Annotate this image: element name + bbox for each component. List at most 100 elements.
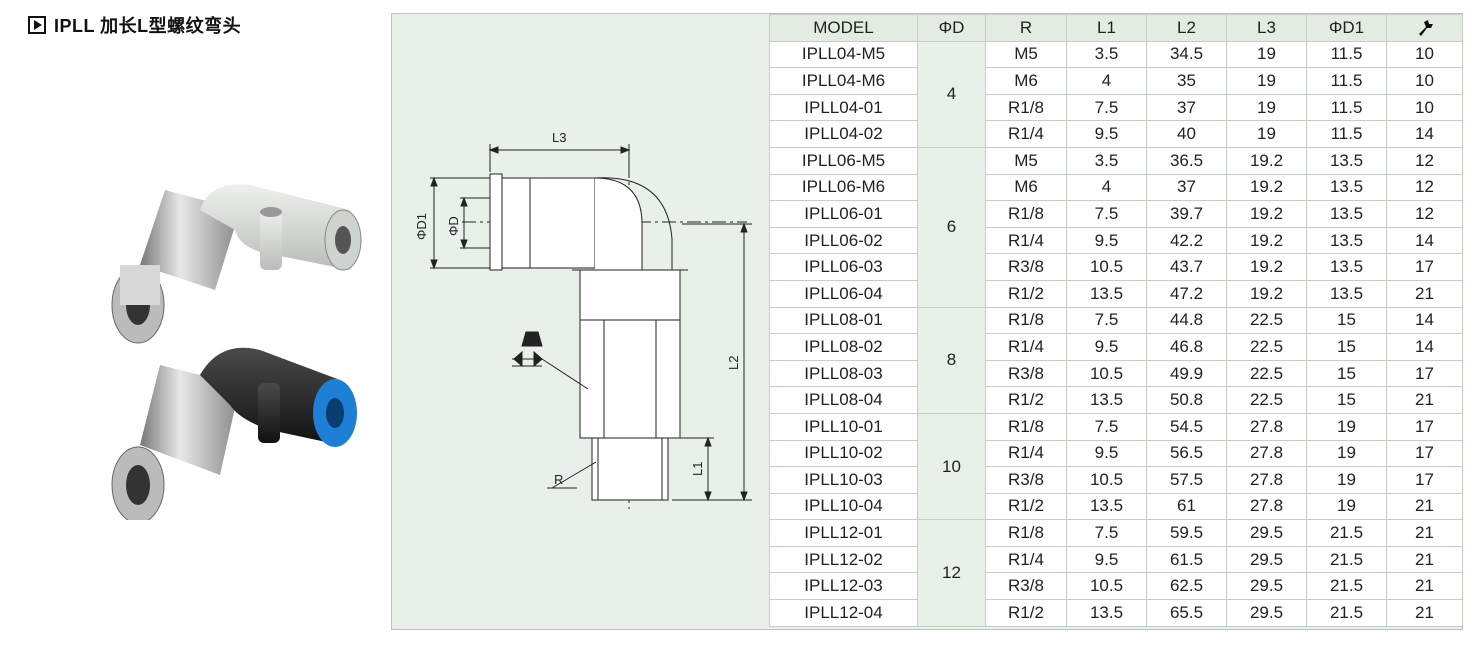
cell-phi-d1: 15 — [1306, 386, 1387, 414]
cell-wrench-size: 10 — [1386, 67, 1463, 95]
cell-l2: 59.5 — [1146, 519, 1227, 547]
cell-r: R1/2 — [985, 599, 1067, 627]
cell-r: M5 — [985, 40, 1067, 69]
cell-r: M6 — [985, 67, 1067, 95]
cell-l1: 7.5 — [1066, 306, 1147, 335]
cell-l2: 39.7 — [1146, 200, 1227, 228]
cell-l1: 13.5 — [1066, 279, 1147, 308]
cell-phi-d1: 13.5 — [1306, 146, 1387, 175]
cell-phi-d1: 19 — [1306, 466, 1387, 494]
cell-phi-d1: 15 — [1306, 359, 1387, 388]
cell-l3: 22.5 — [1226, 333, 1307, 361]
cell-wrench-size: 21 — [1386, 386, 1463, 414]
cell-model: IPLL10-04 — [769, 492, 918, 521]
header-phi-d1: ΦD1 — [1306, 14, 1387, 42]
cell-phi-d: 4 — [917, 40, 986, 148]
header-phi-d: ΦD — [917, 14, 986, 42]
cell-l3: 27.8 — [1226, 466, 1307, 494]
cell-model: IPLL08-04 — [769, 386, 918, 414]
cell-l1: 13.5 — [1066, 599, 1147, 627]
cell-model: IPLL08-01 — [769, 306, 918, 335]
cell-l1: 10.5 — [1066, 572, 1147, 601]
cell-model: IPLL06-04 — [769, 279, 918, 308]
cell-l3: 27.8 — [1226, 412, 1307, 441]
cell-model: IPLL06-M5 — [769, 146, 918, 175]
cell-wrench-size: 12 — [1386, 200, 1463, 228]
cell-l1: 9.5 — [1066, 226, 1147, 255]
cell-l3: 19.2 — [1226, 173, 1307, 202]
cell-l1: 9.5 — [1066, 545, 1147, 574]
cell-l1: 13.5 — [1066, 386, 1147, 414]
cell-model: IPLL06-02 — [769, 226, 918, 255]
cell-r: R1/4 — [985, 439, 1067, 468]
cell-r: M5 — [985, 146, 1067, 175]
cell-l3: 19.2 — [1226, 200, 1307, 228]
cell-phi-d1: 21.5 — [1306, 599, 1387, 627]
cell-l1: 4 — [1066, 173, 1147, 202]
cell-phi-d1: 19 — [1306, 492, 1387, 521]
cell-l2: 46.8 — [1146, 333, 1227, 361]
cell-l3: 29.5 — [1226, 519, 1307, 547]
black-fitting — [111, 347, 357, 520]
cell-phi-d1: 15 — [1306, 306, 1387, 335]
cell-wrench-size: 14 — [1386, 120, 1463, 148]
cell-r: M6 — [985, 173, 1067, 202]
cell-l1: 10.5 — [1066, 359, 1147, 388]
cell-phi-d1: 13.5 — [1306, 200, 1387, 228]
cell-r: R1/8 — [985, 306, 1067, 335]
cell-r: R1/2 — [985, 386, 1067, 414]
cell-r: R3/8 — [985, 466, 1067, 494]
cell-r: R1/8 — [985, 93, 1067, 122]
cell-l2: 57.5 — [1146, 466, 1227, 494]
cell-model: IPLL10-03 — [769, 466, 918, 494]
cell-l2: 43.7 — [1146, 253, 1227, 281]
cell-l2: 62.5 — [1146, 572, 1227, 601]
cell-l3: 19.2 — [1226, 226, 1307, 255]
cell-r: R1/2 — [985, 279, 1067, 308]
header-model: MODEL — [769, 14, 918, 42]
page-title: IPLL 加长L型螺纹弯头 — [28, 12, 241, 38]
cell-wrench-size: 17 — [1386, 466, 1463, 494]
cell-l1: 3.5 — [1066, 40, 1147, 69]
cell-model: IPLL08-02 — [769, 333, 918, 361]
label-l1: L1 — [690, 462, 705, 476]
cell-l3: 22.5 — [1226, 359, 1307, 388]
cell-phi-d1: 11.5 — [1306, 120, 1387, 148]
cell-l2: 37 — [1146, 173, 1227, 202]
cell-l2: 42.2 — [1146, 226, 1227, 255]
cell-l3: 27.8 — [1226, 439, 1307, 468]
cell-wrench-size: 21 — [1386, 279, 1463, 308]
cell-model: IPLL12-02 — [769, 545, 918, 574]
cell-r: R1/8 — [985, 200, 1067, 228]
cell-model: IPLL06-03 — [769, 253, 918, 281]
cell-r: R1/4 — [985, 120, 1067, 148]
cell-l1: 9.5 — [1066, 439, 1147, 468]
cell-l1: 10.5 — [1066, 466, 1147, 494]
header-l1: L1 — [1066, 14, 1147, 42]
cell-phi-d1: 11.5 — [1306, 93, 1387, 122]
cell-model: IPLL06-M6 — [769, 173, 918, 202]
product-photo — [111, 184, 362, 520]
cell-phi-d1: 19 — [1306, 412, 1387, 441]
cell-model: IPLL04-01 — [769, 93, 918, 122]
label-l3: L3 — [552, 130, 566, 145]
header-l2: L2 — [1146, 14, 1227, 42]
cell-l3: 27.8 — [1226, 492, 1307, 521]
cell-wrench-size: 21 — [1386, 599, 1463, 627]
label-r: R — [554, 472, 563, 487]
cell-model: IPLL10-02 — [769, 439, 918, 468]
